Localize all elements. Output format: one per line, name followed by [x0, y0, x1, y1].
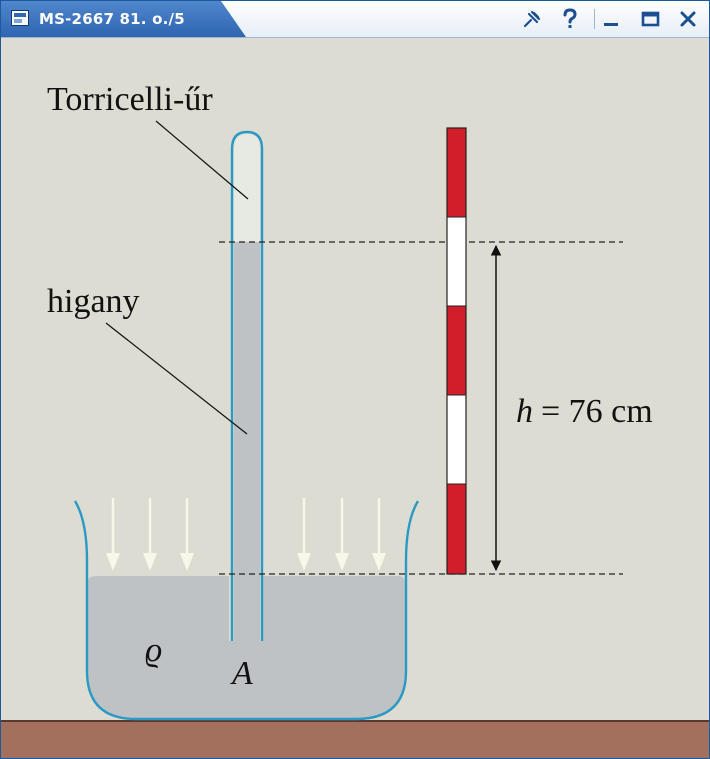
pin-icon — [523, 10, 541, 28]
pressure-arrow — [297, 498, 311, 571]
window-title: MS-2667 81. o./5 — [39, 10, 185, 28]
minimize-icon — [604, 23, 618, 26]
pressure-arrow — [180, 498, 194, 571]
title-bar: MS-2667 81. o./5 — [1, 1, 709, 38]
measuring-ruler — [446, 127, 467, 575]
pressure-arrow — [372, 498, 386, 571]
vacuum-label: Torricelli-űr — [47, 81, 213, 118]
pressure-arrows — [106, 498, 386, 571]
dish-glass — [73, 500, 420, 721]
close-icon — [680, 11, 696, 27]
help-icon — [563, 8, 577, 28]
floor — [1, 720, 709, 758]
pressure-arrow — [143, 498, 157, 571]
mercury-column — [234, 242, 260, 641]
vacuum-leader-line — [155, 120, 249, 200]
pressure-arrow — [335, 498, 349, 571]
height-var: h — [516, 393, 533, 430]
title-bar-separator — [594, 9, 595, 29]
height-label: h= 76 cm — [516, 393, 653, 430]
close-button[interactable] — [675, 7, 701, 31]
help-button[interactable] — [557, 7, 583, 31]
density-label: ϱ — [145, 632, 162, 669]
mercury-leader-line — [105, 322, 248, 435]
point-a-label: A — [230, 655, 253, 692]
title-tab — [1, 1, 246, 37]
vacuum-region — [234, 134, 260, 242]
minimize-button[interactable] — [599, 7, 625, 31]
mercury-label: higany — [47, 283, 140, 320]
pressure-arrow — [106, 498, 120, 571]
barometer-diagram: Torricelli-űr higany ϱ A h= 76 cm — [1, 81, 709, 758]
pin-button[interactable] — [519, 7, 545, 31]
maximize-icon — [641, 11, 660, 27]
glass-tube — [230, 130, 264, 641]
maximize-button[interactable] — [638, 7, 664, 31]
image-window-icon — [11, 10, 29, 26]
dish-mercury — [87, 576, 406, 719]
height-value: = 76 cm — [541, 393, 653, 430]
